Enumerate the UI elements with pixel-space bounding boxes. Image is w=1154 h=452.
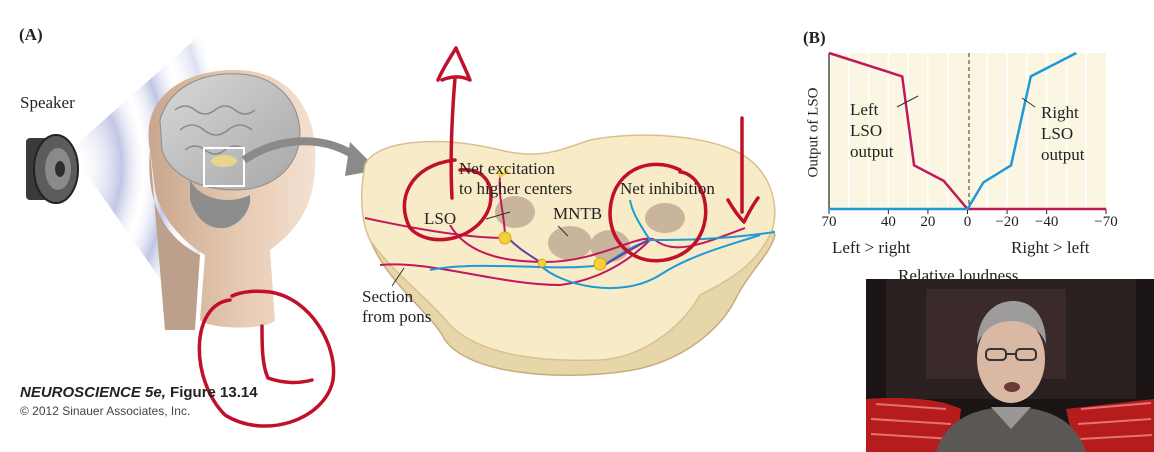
right-output-label-line2: LSO [1041, 124, 1074, 143]
x-tick-label: −70 [1094, 214, 1118, 230]
lso-circle-annotation [402, 158, 493, 242]
L-circle-annotation [197, 289, 336, 428]
handwritten-annotations [197, 46, 760, 428]
presenter-webcam [866, 279, 1154, 452]
speaker-icon [26, 134, 79, 204]
net-inhibition-label: Net inhibition [620, 179, 715, 198]
right-output-label-line1: Right [1041, 103, 1079, 122]
inhibition-circle-annotation [608, 162, 708, 263]
x-tick-label: 0 [963, 214, 972, 230]
x-tick-label: −20 [995, 214, 1019, 230]
credit-figure-number: Figure 13.14 [165, 384, 258, 401]
plot-area [829, 53, 1106, 209]
section-label-line1: Section [362, 287, 413, 306]
x-tick-label: 40 [880, 214, 896, 230]
L-letter-annotation [260, 324, 314, 385]
panel-a-label: (A) [19, 25, 43, 44]
left-output-label-line2: LSO [850, 121, 883, 140]
speaker-label: Speaker [20, 93, 75, 112]
credit-book-title: NEUROSCIENCE 5e, [20, 384, 166, 401]
copyright-text: © 2012 Sinauer Associates, Inc. [20, 404, 191, 418]
left-label-leader [896, 95, 919, 108]
x-tick-label: 70 [821, 214, 837, 230]
lso-label: LSO [424, 209, 457, 228]
right-label-leader [1021, 97, 1036, 108]
right-output-label-line3: output [1041, 145, 1085, 164]
net-excitation-label-line1: Net excitation [459, 159, 555, 178]
panel-b-label: (B) [803, 28, 826, 47]
lso-chart [828, 51, 1107, 214]
y-axis-label: Output of LSO [805, 87, 822, 178]
x-tick-label: −40 [1034, 214, 1059, 230]
x-tick-label: 20 [920, 214, 936, 230]
net-excitation-label-line2: to higher centers [459, 179, 573, 198]
right-lso-series [829, 51, 1077, 211]
figure-credit-title: NEUROSCIENCE 5e, Figure 13.14 [20, 384, 258, 401]
up-arrow-annotation [436, 46, 472, 200]
left-greater-label: Left > right [832, 238, 911, 257]
left-lso-series [828, 51, 1106, 211]
tick-marks [828, 209, 1107, 214]
pons-section [360, 134, 776, 377]
section-label-line2: from pons [362, 307, 432, 326]
head-illustration [148, 70, 316, 330]
down-arrow-annotation [726, 116, 760, 224]
left-output-label-line3: output [850, 142, 894, 161]
right-greater-label: Right > left [1011, 238, 1090, 257]
left-output-label-line1: Left [850, 100, 879, 119]
grid-lines [848, 53, 1087, 209]
webcam-image [866, 279, 1154, 452]
mntb-label: MNTB [553, 204, 603, 223]
